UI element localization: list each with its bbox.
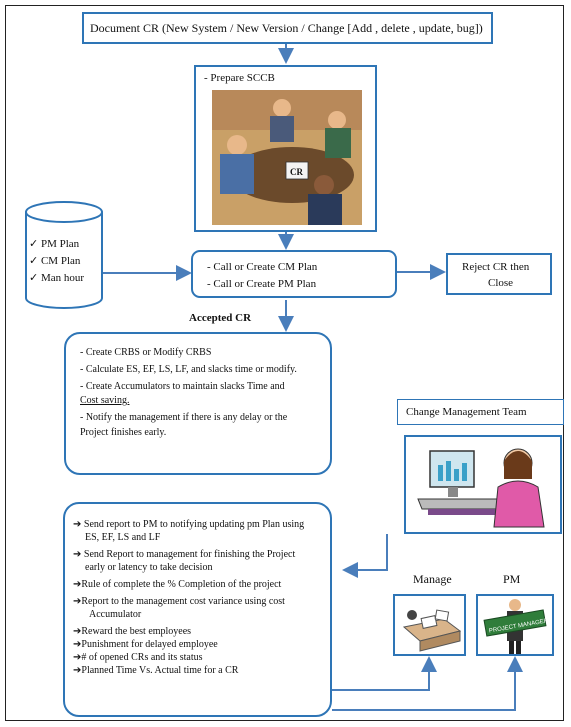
cmt-label: Change Management Team bbox=[406, 406, 527, 418]
arrow-bullet-icon: ➔ bbox=[73, 639, 82, 650]
check-icon: ✓ bbox=[29, 238, 39, 250]
pm-label: PM bbox=[503, 572, 521, 586]
datastore-item: ✓ Man hour bbox=[29, 272, 85, 284]
call-cm-plan: - Call or Create CM Plan bbox=[207, 261, 318, 273]
plans-datastore: ✓ PM Plan ✓ CM Plan ✓ Man hour bbox=[24, 200, 104, 310]
pm-clipart-box: PROJECT MANAGER bbox=[476, 594, 554, 656]
report-item: ➔Planned Time Vs. Actual time for a CR bbox=[73, 665, 239, 676]
manage-label: Manage bbox=[413, 572, 452, 586]
report-item: ➔Report to the management cost variance … bbox=[73, 596, 285, 607]
datastore-item: ✓ PM Plan bbox=[29, 238, 80, 250]
report-item-cont: ES, EF, LS and LF bbox=[85, 532, 161, 543]
project-manager-icon: PROJECT MANAGER bbox=[483, 599, 549, 654]
arrow-bullet-icon: ➔ bbox=[73, 596, 82, 607]
arrow-report-to-manage bbox=[332, 656, 437, 691]
sccb-label: - Prepare SCCB bbox=[204, 72, 275, 84]
report-item: ➔ Send Report to management for finishin… bbox=[73, 549, 296, 560]
check-icon: ✓ bbox=[29, 272, 39, 284]
arrow-bullet-icon: ➔ bbox=[73, 579, 82, 590]
document-cr-text: Document CR (New System / New Version / … bbox=[90, 21, 483, 35]
arrow-report-to-pm bbox=[332, 656, 523, 711]
arrow-bullet-icon: ➔ bbox=[73, 549, 82, 560]
reject-cr-box: Reject CR then Close bbox=[446, 253, 552, 295]
arrow-bullet-icon: ➔ bbox=[73, 665, 82, 676]
arrow-bullet-icon: ➔ bbox=[73, 626, 82, 637]
call-create-plan-box: - Call or Create CM Plan - Call or Creat… bbox=[191, 250, 397, 298]
datastore-item: ✓ CM Plan bbox=[29, 255, 81, 267]
crbs-box: - Create CRBS or Modify CRBS - Calculate… bbox=[64, 332, 332, 475]
crbs-item: - Calculate ES, EF, LS, LF, and slacks t… bbox=[80, 364, 297, 375]
document-cr-box: Document CR (New System / New Version / … bbox=[82, 12, 493, 44]
arrow-bullet-icon: ➔ bbox=[73, 519, 82, 530]
check-icon: ✓ bbox=[29, 255, 39, 267]
report-item: ➔Reward the best employees bbox=[73, 626, 192, 637]
manage-clipart-box bbox=[393, 594, 466, 656]
desk-papers-icon bbox=[402, 609, 462, 652]
report-item: ➔Rule of complete the % Completion of th… bbox=[73, 579, 282, 590]
report-item-cont: early or latency to take decision bbox=[85, 562, 213, 573]
call-pm-plan: - Call or Create PM Plan bbox=[207, 278, 317, 290]
report-item-cont: Accumulator bbox=[89, 609, 142, 620]
reject-line-2: Close bbox=[488, 277, 514, 289]
arrow-bullet-icon: ➔ bbox=[73, 652, 82, 663]
report-item: ➔ Send report to PM to notifying updatin… bbox=[73, 519, 305, 530]
sccb-box: - Prepare SCCB CR bbox=[194, 65, 377, 232]
accepted-cr-label: Accepted CR bbox=[189, 312, 252, 324]
report-item: ➔Punishment for delayed employee bbox=[73, 639, 218, 650]
report-box: ➔ Send report to PM to notifying updatin… bbox=[63, 502, 332, 717]
crbs-item: - Create CRBS or Modify CRBS bbox=[80, 347, 212, 358]
crbs-item: - Create Accumulators to maintain slacks… bbox=[80, 381, 285, 392]
cylinder-shape bbox=[25, 201, 103, 309]
computer-user-icon bbox=[417, 448, 545, 528]
meeting-clipart-icon: CR bbox=[212, 90, 362, 225]
crbs-item: Cost saving. bbox=[80, 395, 130, 406]
reject-line-1: Reject CR then bbox=[462, 261, 530, 273]
diagram-frame bbox=[5, 5, 564, 721]
report-item: ➔# of opened CRs and its status bbox=[73, 652, 203, 663]
crbs-item: - Notify the management if there is any … bbox=[80, 412, 288, 423]
arrow-cmt-to-report bbox=[342, 534, 388, 578]
cmt-label-box: Change Management Team bbox=[397, 399, 564, 425]
crbs-item: Project finishes early. bbox=[80, 427, 167, 438]
cmt-clipart-box bbox=[404, 435, 562, 534]
sccb-cr-text: CR bbox=[290, 167, 303, 177]
